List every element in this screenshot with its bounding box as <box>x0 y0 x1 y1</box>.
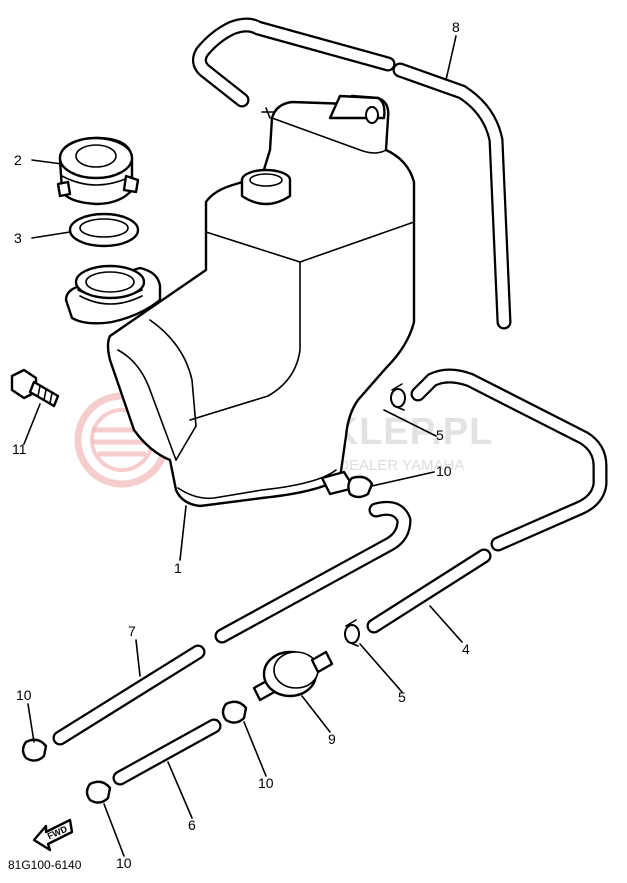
hose-4 <box>366 368 608 634</box>
reservoir-tank <box>64 94 416 508</box>
callout-10-middle: 10 <box>258 775 274 791</box>
callout-7: 7 <box>128 623 136 639</box>
clip-5-lower <box>344 619 360 647</box>
hose-6 <box>112 718 222 786</box>
clamp-10-b <box>21 738 48 762</box>
callout-10-left: 10 <box>16 687 32 703</box>
callout-3: 3 <box>14 230 22 246</box>
drawing-code: 81G100-6140 <box>8 858 82 872</box>
forward-marker: FWD <box>32 818 74 852</box>
callout-10-bottom: 10 <box>116 855 132 871</box>
clamp-10-d <box>85 780 112 804</box>
clamp-10-c <box>221 700 248 724</box>
hose-7 <box>52 500 412 746</box>
clamp-10-a <box>347 475 374 499</box>
callout-5-upper: 5 <box>436 427 444 443</box>
bolt <box>10 368 60 408</box>
gasket <box>68 212 140 248</box>
callout-11: 11 <box>12 441 27 457</box>
filler-cap <box>56 136 140 206</box>
callout-6: 6 <box>188 817 196 833</box>
hose-8 <box>191 17 512 330</box>
clip-5-upper <box>390 383 406 411</box>
leader-lines <box>23 35 463 857</box>
callout-1: 1 <box>174 560 182 576</box>
callout-8: 8 <box>452 19 460 35</box>
callout-5-lower: 5 <box>398 689 406 705</box>
callout-9: 9 <box>328 731 336 747</box>
callout-4: 4 <box>462 641 470 657</box>
callouts: 2 3 11 1 8 5 10 4 5 9 10 6 7 10 10 <box>12 19 470 871</box>
callout-2: 2 <box>14 152 22 168</box>
hose-filter <box>252 650 334 702</box>
callout-10-upper: 10 <box>436 463 452 479</box>
